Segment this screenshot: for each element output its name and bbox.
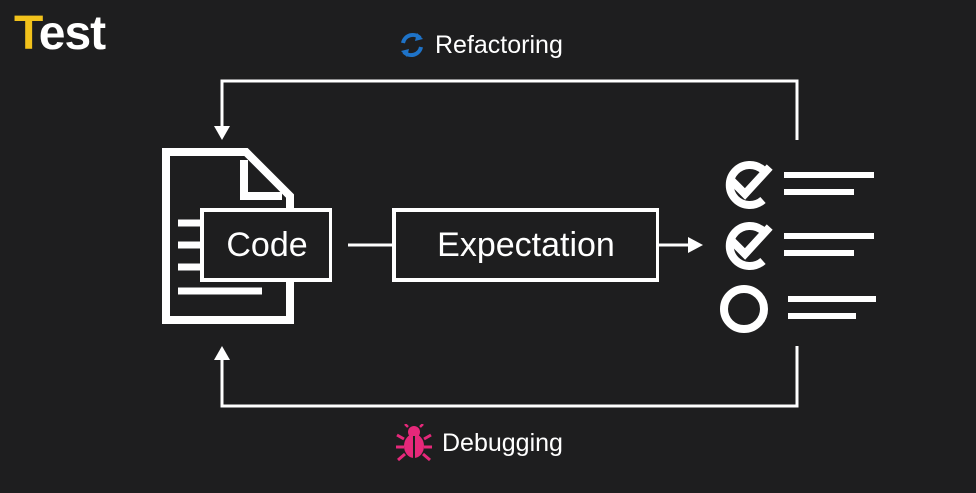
page-title: Test (14, 7, 106, 60)
code-label: Code (205, 212, 329, 278)
expectation-label: Expectation (396, 212, 656, 278)
refresh-icon (397, 30, 427, 60)
title-rest: est (38, 7, 106, 60)
debugging-arrowhead (214, 346, 230, 360)
result-item-3 (720, 285, 876, 333)
debugging-label: Debugging (442, 428, 563, 457)
refactoring-label: Refactoring (435, 30, 563, 59)
result-item-2 (725, 222, 874, 270)
result-item-1 (725, 161, 874, 209)
empty-circle-icon (720, 285, 768, 333)
refactoring-loop-line (220, 79, 799, 140)
debugging-label-group: Debugging (394, 424, 563, 462)
expectation-to-results-arrowhead (688, 237, 703, 253)
refactoring-label-group: Refactoring (397, 30, 563, 60)
check-circle-icon (725, 161, 773, 209)
check-circle-icon (725, 222, 773, 270)
bug-icon (394, 424, 434, 462)
debugging-loop-line (220, 346, 799, 408)
refactoring-arrowhead (214, 126, 230, 140)
title-first-letter: T (14, 7, 40, 60)
